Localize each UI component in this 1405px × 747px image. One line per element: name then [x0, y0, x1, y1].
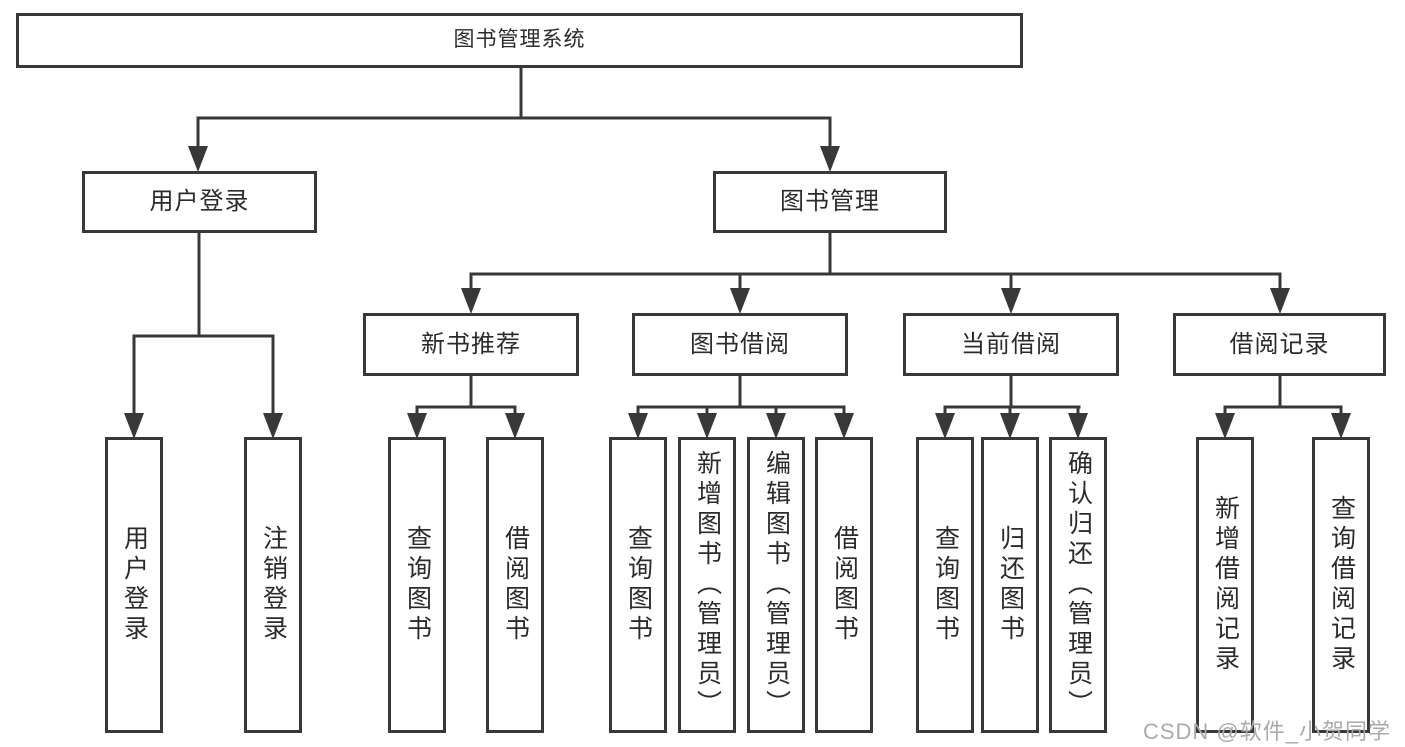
arrow-current-borrow — [1001, 288, 1021, 314]
arrow-bb-edit — [766, 413, 786, 439]
arrow-borrow-record — [1270, 288, 1290, 314]
node-new-book-rec: 新书推荐 — [363, 313, 579, 376]
node-bb-add-book: 新增图书（管理员） — [678, 437, 736, 733]
arrow-br-add — [1215, 413, 1235, 439]
node-book-borrow: 图书借阅 — [632, 313, 848, 376]
node-bb-edit-book: 编辑图书（管理员） — [747, 437, 805, 733]
node-bb-query-book: 查询图书 — [609, 437, 667, 733]
arrow-cb-confirm — [1068, 413, 1088, 439]
watermark: CSDN @软件_小贺同学 — [1142, 719, 1391, 744]
arrow-cb-return — [1000, 413, 1020, 439]
arrow-logout — [263, 413, 283, 439]
node-cb-return-book: 归还图书 — [981, 437, 1039, 733]
node-br-query-record: 查询借阅记录 — [1312, 437, 1370, 733]
arrowheads — [124, 146, 1351, 439]
node-rec-query-book: 查询图书 — [388, 437, 446, 733]
arrow-cb-query — [935, 413, 955, 439]
arrow-book-mgmt — [820, 146, 840, 172]
node-current-borrow: 当前借阅 — [903, 313, 1119, 376]
node-book-mgmt: 图书管理 — [713, 171, 947, 233]
node-root: 图书管理系统 — [16, 13, 1023, 68]
node-cb-confirm-return: 确认归还（管理员） — [1049, 437, 1107, 733]
node-bb-borrow-book: 借阅图书 — [815, 437, 873, 733]
node-rec-borrow-book: 借阅图书 — [486, 437, 544, 733]
node-br-add-record: 新增借阅记录 — [1196, 437, 1254, 733]
arrow-bb-add — [697, 413, 717, 439]
arrow-bb-query — [628, 413, 648, 439]
arrow-rec-borrow — [505, 413, 525, 439]
arrow-new-book-rec — [461, 288, 481, 314]
node-logout: 注销登录 — [244, 437, 302, 733]
node-cb-query-book: 查询图书 — [916, 437, 974, 733]
arrow-user-login-leaf — [124, 413, 144, 439]
arrow-book-borrow — [730, 288, 750, 314]
node-user-login-leaf: 用户登录 — [105, 437, 163, 733]
node-borrow-record: 借阅记录 — [1173, 313, 1386, 376]
arrow-bb-borrow — [834, 413, 854, 439]
arrow-br-query — [1331, 413, 1351, 439]
arrow-rec-query — [407, 413, 427, 439]
arrow-user-login — [188, 146, 208, 172]
node-user-login: 用户登录 — [82, 171, 317, 233]
